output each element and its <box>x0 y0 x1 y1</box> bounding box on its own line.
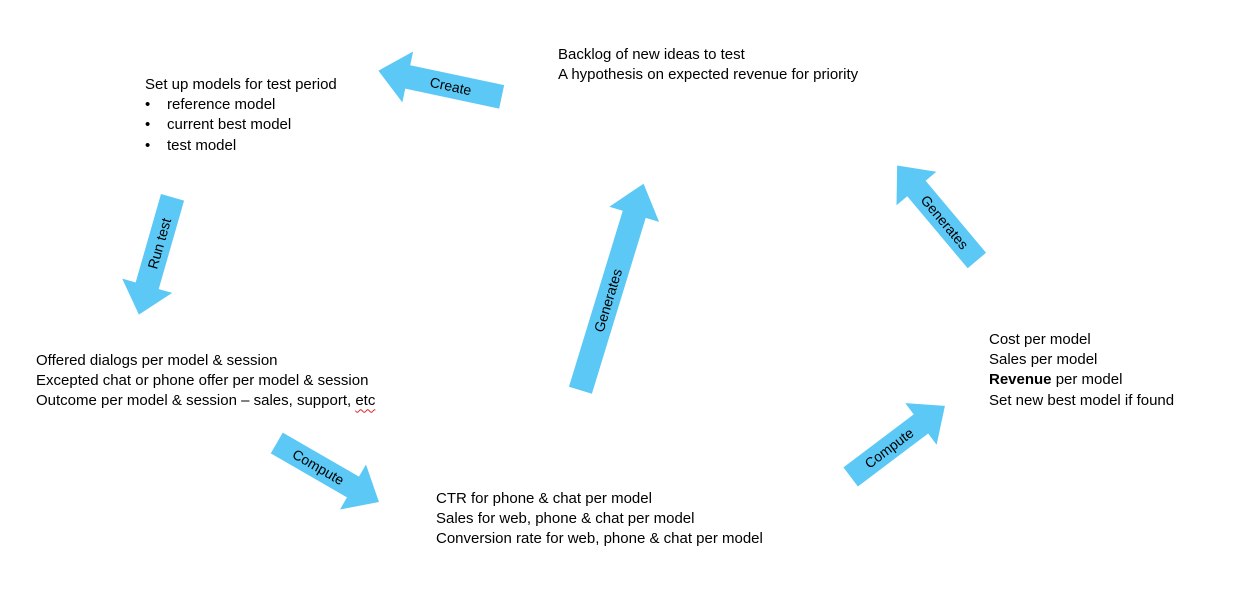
offered-line-1: Offered dialogs per model & session <box>36 352 278 369</box>
arrow-compute-right: Compute <box>843 403 945 487</box>
cost-line-2: Sales per model <box>989 351 1098 369</box>
offered-line-3: Outcome per model & session – sales, sup… <box>36 391 375 411</box>
revenue-bold: Revenue <box>989 371 1052 389</box>
setup-model-list: • reference model • current best model • te… <box>145 95 337 156</box>
spellcheck-word: etc <box>355 392 376 410</box>
arrow-create-shape <box>378 51 505 109</box>
setup-item-label: current best model <box>167 116 292 134</box>
arrow-create: Create <box>378 51 505 109</box>
offered-line-2: Excepted chat or phone offer per model &… <box>36 372 369 390</box>
arrow-generates-middle: Generates <box>568 183 660 394</box>
arrow-generates-right-shape <box>896 165 987 269</box>
revenue-rest: per model <box>1051 371 1123 389</box>
bullet-marker: • <box>145 96 151 114</box>
offered-block: Offered dialogs per model & session Exce… <box>36 351 375 412</box>
ctr-block: CTR for phone & chat per model Sales for… <box>436 489 763 550</box>
backlog-line-2: A hypothesis on expected revenue for pri… <box>558 66 859 84</box>
arrow-generates-right: Generates <box>896 165 987 269</box>
cost-line-1: Cost per model <box>989 331 1091 348</box>
cost-block: Cost per model Sales per model Revenue p… <box>989 330 1174 411</box>
arrow-generates-middle-shape <box>568 183 660 394</box>
setup-item-test: • test model <box>145 136 337 156</box>
arrow-compute-left-shape <box>270 432 379 510</box>
backlog-block: Backlog of new ideas to test A hypothesi… <box>558 45 858 85</box>
cost-line-3: Revenue per model <box>989 370 1174 390</box>
setup-title: Set up models for test period <box>145 76 337 93</box>
arrow-generates-right-label: Generates <box>918 192 972 252</box>
setup-block: Set up models for test period • reference… <box>145 75 337 156</box>
outcome-text: Outcome per model & session – sales, sup… <box>36 392 356 410</box>
arrow-run-test: Run test <box>122 194 185 315</box>
bullet-marker: • <box>145 116 151 134</box>
setup-item-label: test model <box>167 136 237 154</box>
setup-item-label: reference model <box>167 96 276 114</box>
arrow-compute-left: Compute <box>270 432 379 510</box>
arrow-compute-right-shape <box>843 403 945 487</box>
setup-item-current-best: • current best model <box>145 115 337 135</box>
cost-line-4: Set new best model if found <box>989 391 1175 409</box>
ctr-line-3: Conversion rate for web, phone & chat pe… <box>436 530 763 548</box>
ctr-line-1: CTR for phone & chat per model <box>436 490 652 507</box>
arrow-run-test-shape <box>122 194 185 315</box>
setup-item-reference: • reference model <box>145 95 337 115</box>
ctr-line-2: Sales for web, phone & chat per model <box>436 510 695 528</box>
bullet-marker: • <box>145 136 151 154</box>
backlog-line-1: Backlog of new ideas to test <box>558 46 745 63</box>
